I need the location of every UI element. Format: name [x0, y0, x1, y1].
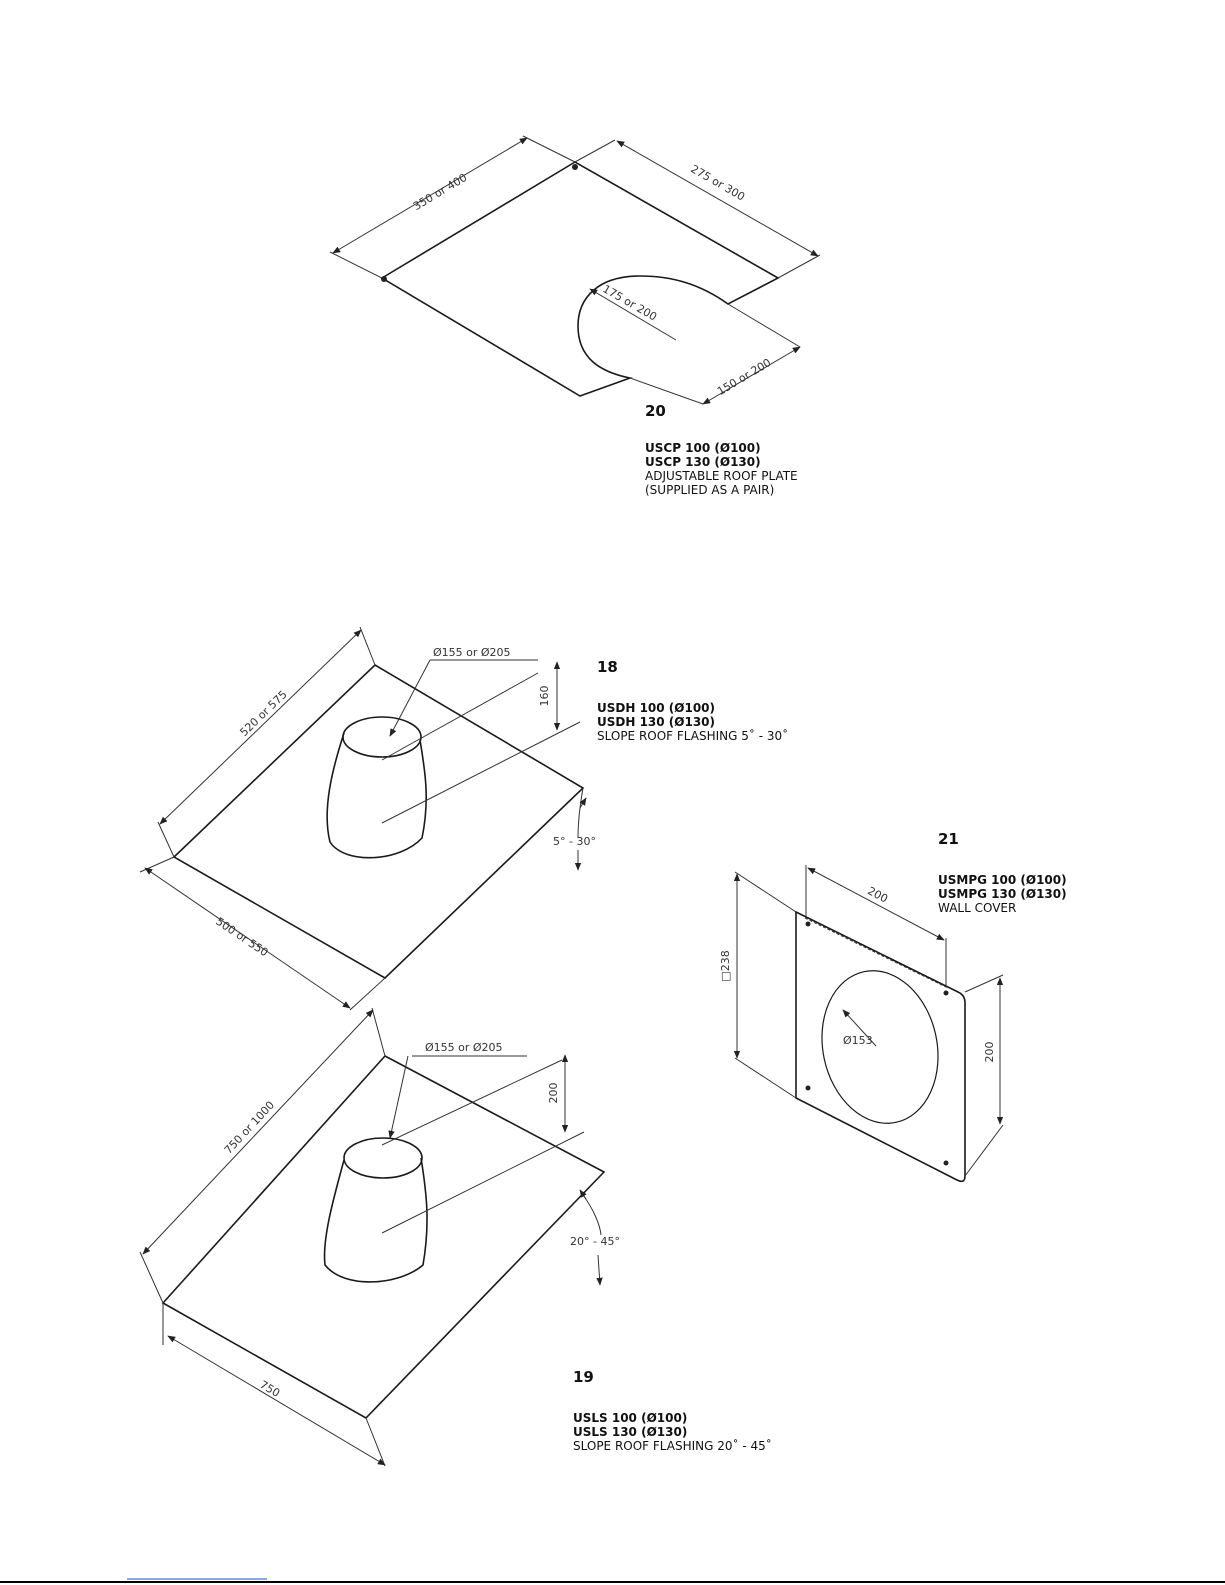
product-code: USCP 130 (Ø130)	[645, 455, 761, 469]
dim-label-cone-height: 160	[538, 686, 551, 707]
flashing-plate-outline	[161, 1055, 606, 1420]
item-19-flashing-drawing: Ø155 or Ø205 200 750 or 1000 750 20° - 4…	[139, 1007, 620, 1467]
item-number: 20	[645, 402, 666, 420]
dim-label-radius: 175 or 200	[600, 282, 659, 323]
flue-opening	[821, 970, 939, 1124]
dim-label-pitch-range: 5° - 30°	[553, 835, 596, 848]
fixing-hole-icon	[805, 921, 811, 927]
fixing-hole-icon	[805, 1085, 811, 1091]
cone-top-opening	[342, 716, 422, 758]
dim-label-cover-height: 200	[983, 1042, 996, 1063]
dim-label-cone-diameter: Ø155 or Ø205	[433, 646, 511, 659]
item-21-caption: 21 USMPG 100 (Ø100) USMPG 130 (Ø130) WAL…	[938, 830, 1067, 915]
item-number: 18	[597, 658, 618, 676]
product-description: SLOPE ROOF FLASHING 5˚ - 30˚	[597, 728, 788, 743]
dimension-line	[616, 140, 819, 257]
dim-label-plate-length: 520 or 575	[237, 688, 289, 739]
item-19-caption: 19 USLS 100 (Ø100) USLS 130 (Ø130) SLOPE…	[573, 1368, 772, 1453]
dim-label-cover-square: □238	[719, 950, 732, 981]
dim-label-opening-diameter: Ø153	[843, 1034, 873, 1047]
fixing-hole-icon	[572, 164, 578, 170]
roof-plate-outline	[380, 161, 780, 397]
product-description: SLOPE ROOF FLASHING 20˚ - 45˚	[573, 1438, 772, 1453]
dim-label-depth: 275 or 300	[688, 162, 747, 203]
product-note: (SUPPLIED AS A PAIR)	[645, 483, 774, 497]
fixing-hole-icon	[943, 990, 949, 996]
product-code: USDH 130 (Ø130)	[597, 715, 715, 729]
cone-outline	[323, 1157, 428, 1283]
product-code: USLS 130 (Ø130)	[573, 1425, 687, 1439]
dim-label-plate-width: 500 or 550	[213, 915, 270, 959]
dim-label-cone-height: 200	[547, 1083, 560, 1104]
dimension-line	[142, 1009, 374, 1255]
product-code: USDH 100 (Ø100)	[597, 701, 715, 715]
dimension-line	[589, 288, 677, 341]
product-code: USMPG 130 (Ø130)	[938, 887, 1067, 901]
dimension-line	[144, 867, 351, 1009]
dim-label-width: 350 or 400	[411, 171, 469, 213]
cone-outline	[326, 732, 427, 859]
dim-label-pitch-range: 20° - 45°	[570, 1235, 620, 1248]
item-number: 19	[573, 1368, 594, 1386]
dim-label-offset: 150 or 200	[715, 356, 773, 398]
dimension-line	[807, 867, 945, 941]
fixing-hole-icon	[943, 1160, 949, 1166]
dimension-line	[159, 629, 362, 825]
product-code: USLS 100 (Ø100)	[573, 1411, 687, 1425]
item-21-wall-cover-drawing: 200 □238 Ø153 200	[719, 865, 1004, 1183]
item-20-roof-plate-drawing: 350 or 400 275 or 300 175 or 200 150 or …	[329, 135, 821, 405]
item-20-caption: 20 USCP 100 (Ø100) USCP 130 (Ø130) ADJUS…	[645, 402, 798, 497]
dim-label-plate-length: 750 or 1000	[222, 1099, 277, 1157]
product-code: USCP 100 (Ø100)	[645, 441, 761, 455]
dimension-line	[842, 1009, 877, 1047]
dim-label-cone-diameter: Ø155 or Ø205	[425, 1041, 503, 1054]
product-description: WALL COVER	[938, 901, 1016, 915]
item-number: 21	[938, 830, 959, 848]
item-18-flashing-drawing: Ø155 or Ø205 160 520 or 575 500 or 550 5…	[139, 626, 596, 1011]
fixing-hole-icon	[381, 276, 387, 282]
dim-label-cover-width: 200	[865, 884, 890, 905]
dimension-line	[167, 1335, 386, 1466]
dimension-line	[702, 346, 801, 405]
item-18-caption: 18 USDH 100 (Ø100) USDH 130 (Ø130) SLOPE…	[597, 658, 788, 743]
dimension-line	[332, 137, 528, 254]
product-description: ADJUSTABLE ROOF PLATE	[645, 469, 798, 483]
product-code: USMPG 100 (Ø100)	[938, 873, 1067, 887]
